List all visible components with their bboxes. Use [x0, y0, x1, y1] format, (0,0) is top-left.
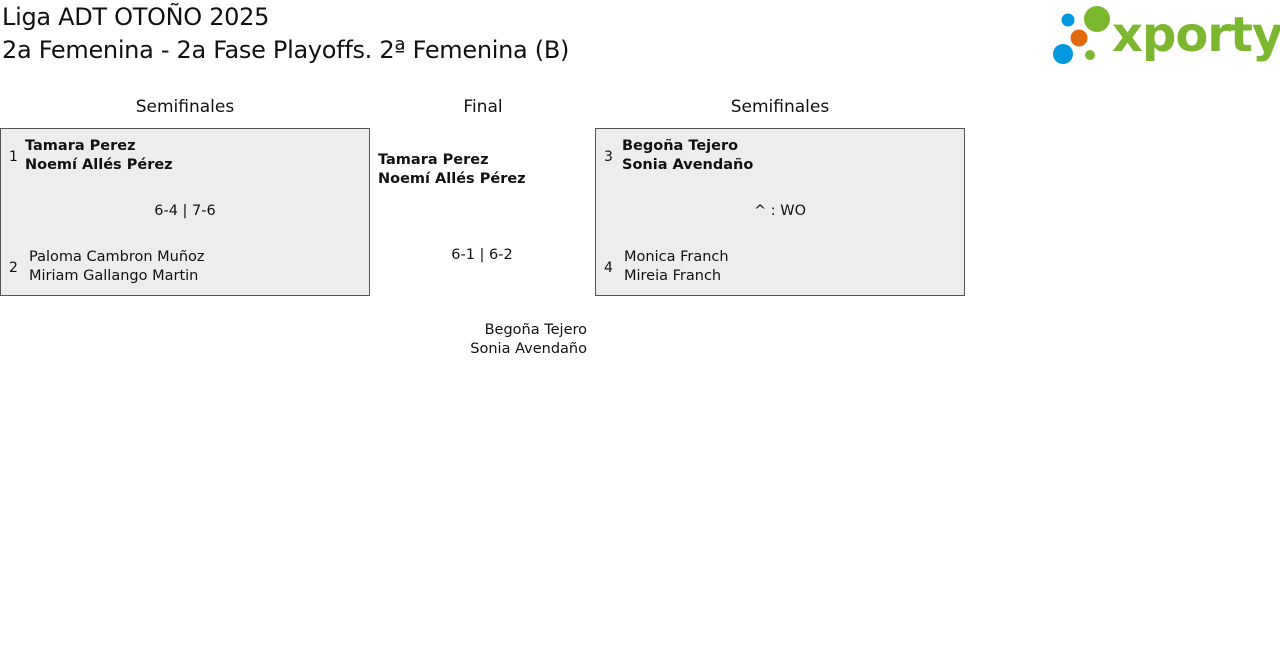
seed-number: 4 — [604, 260, 613, 276]
match-score: 6-4 | 7-6 — [154, 203, 216, 219]
xporty-logo[interactable]: xporty — [1050, 4, 1280, 66]
match-semifinal-right[interactable]: 3 Begoña Tejero Sonia Avendaño ^ : WO 4 … — [595, 128, 965, 296]
seed-number: 1 — [9, 149, 18, 165]
player-name: Sonia Avendaño — [622, 157, 754, 173]
page-subtitle: 2a Femenina - 2a Fase Playoffs. 2ª Femen… — [2, 36, 570, 64]
player-name: Paloma Cambron Muñoz — [29, 249, 205, 265]
player-name: Monica Franch — [624, 249, 729, 265]
player-name: Begoña Tejero — [622, 138, 739, 154]
match-semifinal-left[interactable]: 1 Tamara Perez Noemí Allés Pérez 6-4 | 7… — [0, 128, 370, 296]
player-name: Mireia Franch — [624, 268, 722, 284]
player-name: Begoña Tejero — [484, 322, 587, 338]
match-score: 6-1 | 6-2 — [451, 247, 513, 263]
player-name: Sonia Avendaño — [470, 341, 587, 357]
player-name: Noemí Allés Pérez — [25, 157, 173, 173]
player-name: Tamara Perez — [378, 152, 489, 168]
seed-number: 2 — [9, 260, 18, 276]
round-label-semifinal-left: Semifinales — [135, 97, 235, 117]
match-score: ^ : WO — [753, 203, 806, 219]
player-name: Noemí Allés Pérez — [378, 171, 526, 187]
player-name: Tamara Perez — [25, 138, 136, 154]
player-name: Miriam Gallango Martin — [29, 268, 199, 284]
round-label-semifinal-right: Semifinales — [730, 97, 830, 117]
round-label-final: Final — [463, 97, 503, 117]
xporty-logo-text: xporty — [1112, 7, 1280, 63]
match-final[interactable]: Tamara Perez Noemí Allés Pérez 6-1 | 6-2… — [372, 128, 594, 368]
xporty-dots-icon — [1053, 6, 1110, 64]
seed-number: 3 — [604, 149, 613, 165]
page-title: Liga ADT OTOÑO 2025 — [2, 3, 270, 31]
